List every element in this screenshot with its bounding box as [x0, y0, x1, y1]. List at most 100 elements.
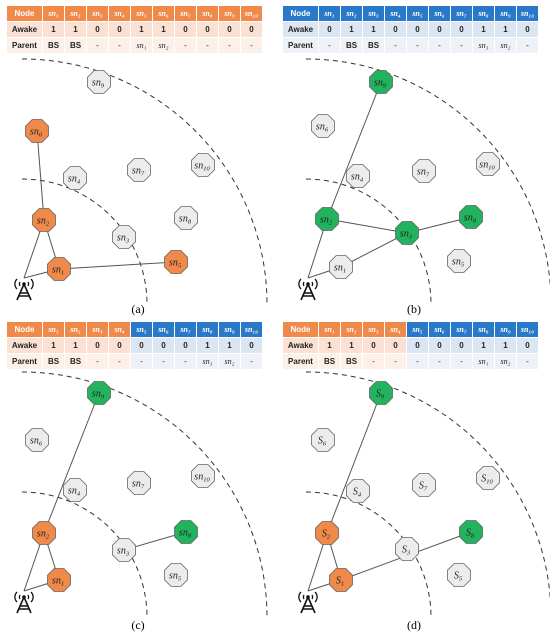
awake-cell: 0: [450, 337, 473, 354]
parent-cell: -: [152, 353, 175, 370]
table-header-node: sn₇: [174, 5, 197, 22]
table-header-node: sn₁₀: [240, 321, 263, 338]
sensor-node-label: sn10: [479, 160, 495, 172]
sensor-node-3: [395, 537, 419, 561]
sensor-node-label: sn9: [92, 389, 105, 401]
awake-cell: 0: [196, 21, 219, 38]
outer-range-arc: [305, 371, 550, 603]
sensor-node-label: sn5: [169, 571, 182, 583]
parent-cell: -: [516, 37, 539, 54]
sensor-node-label: S9: [376, 389, 385, 401]
awake-cell: 0: [218, 21, 241, 38]
sensor-node-label: S2: [322, 529, 331, 541]
table-header-node: sn₃: [362, 321, 385, 338]
table-header-node: sn₁: [318, 321, 341, 338]
table-header-node: sn₆: [428, 5, 451, 22]
table-header-node: sn₂: [64, 321, 87, 338]
sensor-node-2: [315, 521, 339, 545]
parent-cell: -: [86, 37, 109, 54]
parent-cell: -: [108, 37, 131, 54]
awake-cell: 1: [196, 337, 219, 354]
base-station-icon: [298, 278, 318, 301]
awake-cell: 1: [318, 337, 341, 354]
table-header-node: sn₁: [42, 5, 65, 22]
table-header-node: sn₈: [472, 321, 495, 338]
table-header-node: sn₂: [340, 5, 363, 22]
table-header-node: sn₁₀: [516, 321, 539, 338]
table-header-node: sn₃: [362, 5, 385, 22]
table-header-label: Node: [6, 5, 43, 22]
awake-cell: 0: [406, 337, 429, 354]
base-station-icon: [14, 278, 34, 301]
sensor-node-3: [395, 221, 419, 245]
link-edge: [58, 261, 177, 270]
parent-row-label: Parent: [6, 353, 43, 370]
parent-cell: BS: [42, 37, 65, 54]
sensor-node-10: [476, 466, 500, 490]
sensor-node-5: [447, 249, 471, 273]
awake-cell: 1: [64, 337, 87, 354]
parent-cell: BS: [340, 353, 363, 370]
table-header-node: sn₈: [196, 5, 219, 22]
table-header-node: sn₅: [130, 321, 153, 338]
awake-row-label: Awake: [282, 21, 319, 38]
sensor-node-label: sn2: [37, 529, 50, 541]
table-header-node: sn₁₀: [516, 5, 539, 22]
awake-cell: 0: [516, 21, 539, 38]
parent-cell: sn₂: [218, 353, 241, 370]
sensor-node-9: [369, 70, 393, 94]
table-header-node: sn₈: [196, 321, 219, 338]
outer-range-arc: [21, 371, 268, 618]
awake-cell: 0: [108, 21, 131, 38]
awake-cell: 0: [516, 337, 539, 354]
awake-cell: 1: [340, 337, 363, 354]
parent-cell: -: [240, 353, 263, 370]
sensor-node-7: [412, 159, 436, 183]
sensor-node-label: sn2: [320, 215, 333, 227]
awake-cell: 1: [152, 21, 175, 38]
sensor-node-label: sn9: [92, 78, 105, 90]
awake-cell: 1: [472, 337, 495, 354]
table-header-node: sn₇: [174, 321, 197, 338]
link-edge: [43, 392, 100, 534]
parent-row-label: Parent: [282, 353, 319, 370]
sensor-node-10: [476, 152, 500, 176]
sensor-node-label: sn8: [179, 214, 192, 226]
sensor-node-7: [127, 471, 151, 495]
sensor-node-4: [63, 478, 87, 502]
table-header-node: sn₆: [152, 321, 175, 338]
outer-range-arc: [305, 58, 550, 290]
panel-caption: (d): [407, 618, 421, 632]
base-station-icon: [14, 591, 34, 614]
parent-cell: sn₃: [472, 37, 495, 54]
table-header-node: sn₅: [406, 5, 429, 22]
parent-cell: -: [108, 353, 131, 370]
sensor-node-4: [346, 164, 370, 188]
sensor-node-8: [174, 206, 198, 230]
parent-cell: BS: [64, 353, 87, 370]
table-header-node: sn₁: [42, 321, 65, 338]
awake-cell: 1: [64, 21, 87, 38]
sensor-node-label: sn7: [132, 166, 145, 178]
sensor-node-label: sn10: [194, 161, 210, 173]
awake-cell: 0: [384, 21, 407, 38]
link-edge: [326, 392, 382, 534]
sensor-node-label: S3: [402, 545, 411, 557]
sensor-node-6: [311, 428, 335, 452]
sensor-node-8: [459, 520, 483, 544]
parent-cell: -: [516, 353, 539, 370]
table-header-node: sn₅: [406, 321, 429, 338]
sensor-node-10: [191, 464, 215, 488]
outer-range-arc: [21, 58, 268, 305]
awake-row-label: Awake: [6, 21, 43, 38]
parent-cell: -: [362, 353, 385, 370]
sensor-node-7: [127, 158, 151, 182]
parent-cell: -: [196, 37, 219, 54]
